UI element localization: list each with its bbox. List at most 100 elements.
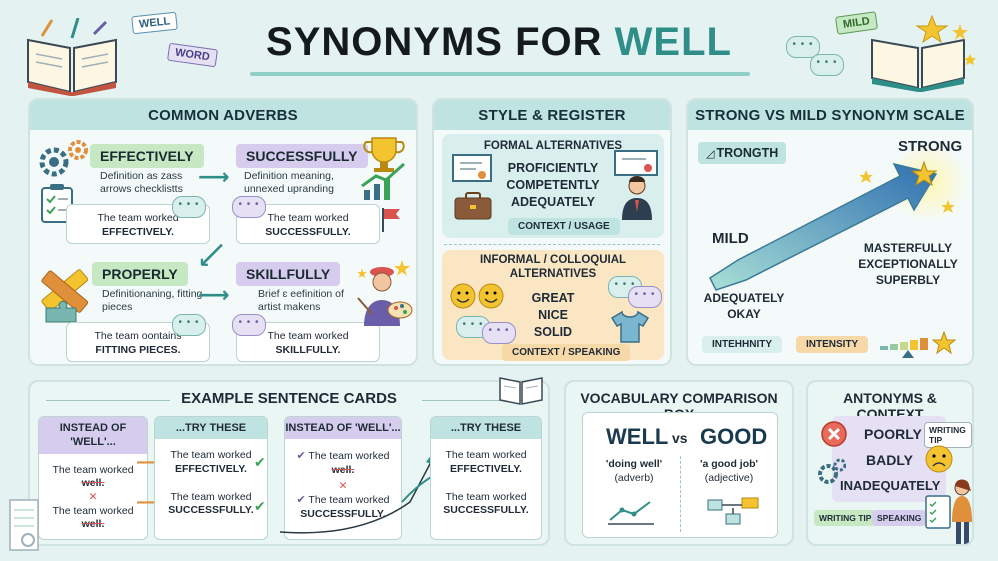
word-properly: PROPERLY: [92, 262, 188, 286]
mild-word: OKAY: [727, 307, 761, 322]
comparison-divider: [680, 456, 681, 532]
open-book-stars-icon: [862, 10, 982, 92]
vs-label: vs: [672, 430, 688, 446]
heading-rule-right: [422, 400, 532, 401]
informal-words: GREAT NICE SOLID: [512, 290, 594, 341]
ruler-puzzle-icon: [34, 260, 94, 324]
title-underline: [250, 72, 750, 76]
chat-bubble-icon: [172, 314, 206, 336]
definition-skillfully: Brief ɛ eefinition of artist makens: [258, 288, 344, 314]
smiley-icon: [450, 282, 504, 310]
good-example: 'a good job'(adjective): [699, 458, 759, 484]
trophy-growth-icon: [356, 136, 412, 202]
word-well: WELL: [606, 424, 669, 449]
chat-bubble-icon: [172, 196, 206, 218]
word-skillfully: SKILLFULLY: [236, 262, 341, 286]
heading-rule-left: [46, 400, 170, 401]
page-title: SYNONYMS FOR WELL: [266, 20, 732, 64]
writing-tip-tag: WRITING TIP: [924, 422, 972, 448]
check-icon: ✔: [254, 498, 266, 514]
checklist-icon: [40, 184, 74, 224]
word-effectively: EFFECTIVELY: [90, 144, 204, 168]
intensity-meter-icon: [878, 328, 958, 358]
informal-context-tag: CONTEXT / SPEAKING: [502, 344, 631, 361]
tshirt-icon: [610, 310, 650, 344]
businessperson-icon: [620, 176, 654, 220]
card-header: INSTEAD OF 'WELL'...: [285, 417, 401, 440]
gears-icon: [816, 458, 846, 486]
antonym-word: POORLY: [864, 426, 922, 442]
strong-word: SUPERBLY: [875, 273, 941, 288]
strong-word: EXCEPTIONALLY: [858, 257, 958, 272]
struck-word: well.: [331, 463, 355, 476]
line-chart-icon: [606, 498, 656, 526]
arrow-right-icon: ⟶: [198, 164, 230, 189]
informal-alternatives-box: INFORMAL / COLLOQUIAL ALTERNATIVES GREAT…: [442, 250, 664, 361]
chat-bubble-icon: [628, 286, 662, 308]
curved-arrow-icon: [260, 442, 440, 542]
chat-bubble-icon: [232, 196, 266, 218]
flag-icon: [380, 206, 404, 232]
antonyms-panel: ANTONYMS & CONTEXT POORLY BADLY INADEQUA…: [806, 380, 974, 546]
vocabulary-comparison-panel: VOCABULARY COMPARISON BOX WELL vs GOOD '…: [564, 380, 794, 546]
definition-properly: Definitionaning, fitting pieces: [102, 288, 203, 314]
informal-word: GREAT: [531, 291, 575, 305]
sad-face-icon: [924, 444, 954, 474]
open-book-icon: [498, 372, 544, 406]
mild-words: ADEQUATELY OKAY: [694, 290, 794, 322]
panel-heading: STRONG VS MILD SYNONYM SCALE: [688, 100, 972, 130]
formal-context-tag: CONTEXT / USAGE: [508, 218, 620, 235]
check-icon: ✔: [254, 454, 266, 470]
formal-alternatives-box: FORMAL ALTERNATIVES PROFICIENTLY COMPETE…: [442, 134, 664, 238]
informal-word: NICE: [538, 307, 568, 322]
well-example: 'doing well'(adverb): [605, 458, 663, 484]
mild-label: MILD: [712, 230, 749, 247]
struck-word: well.: [81, 477, 105, 490]
struck-word: well.: [81, 518, 105, 531]
definition-successfully: Definition meaning, unnexed upranding: [244, 170, 334, 196]
word-successfully: SUCCESSFULLY: [236, 144, 368, 168]
definition-effectively: Definition as zass arrows checklistts: [100, 170, 183, 196]
arrow-right-icon: ⟶: [198, 282, 230, 307]
card-header: INSTEAD OF 'WELL'...: [39, 417, 147, 454]
formal-word: PROFICIENTLY: [507, 161, 599, 175]
formal-words: PROFICIENTLY COMPETENTLY ADEQUATELY: [492, 160, 614, 211]
formal-word: COMPETENTLY: [506, 177, 600, 192]
strong-words: MASTERFULLY EXCEPTIONALLY SUPERBLY: [848, 240, 968, 289]
chat-bubble-icon: [482, 322, 516, 344]
gears-icon: [36, 138, 90, 182]
antonym-word: BADLY: [866, 452, 913, 468]
panel-heading: COMMON ADVERBS: [30, 100, 416, 130]
mild-word: ADEQUATELY: [703, 291, 785, 305]
example-cards-panel: EXAMPLE SENTENCE CARDS INSTEAD OF 'WELL'…: [28, 380, 550, 546]
strong-word: MASTERFULLY: [863, 241, 953, 255]
word-good: GOOD: [700, 424, 768, 449]
chat-bubble-icon: [810, 54, 844, 76]
formal-label: FORMAL ALTERNATIVES: [483, 140, 623, 152]
teacher-checklist-icon: [922, 478, 972, 544]
panel-heading: STYLE & REGISTER: [434, 100, 670, 130]
document-icon: [4, 496, 44, 556]
card-header: ...TRY THESE: [155, 417, 267, 440]
informal-label: INFORMAL / COLLOQUIAL ALTERNATIVES: [479, 254, 627, 280]
antonym-word: INADEQUATELY: [840, 478, 941, 493]
strength-chip: ◿TRONGTH: [698, 142, 787, 164]
dashed-divider: [444, 244, 660, 245]
ruler-icon: ◿: [706, 148, 715, 160]
intensity-tag-right: INTENSITY: [796, 336, 869, 353]
cross-icon: ✕: [338, 479, 348, 492]
certificate-icon: [614, 150, 658, 176]
error-icon: [820, 420, 848, 448]
flowchart-icon: [706, 496, 762, 526]
speaking-tag: SPEAKING: [872, 510, 927, 526]
briefcase-icon: [454, 192, 492, 220]
writing-tip-tag: WRITING TIP: [814, 510, 877, 526]
chat-bubble-icon: [786, 36, 820, 58]
panel-heading: EXAMPLE SENTENCE CARDS: [181, 390, 397, 407]
card-header: ...TRY THESE: [431, 417, 541, 440]
